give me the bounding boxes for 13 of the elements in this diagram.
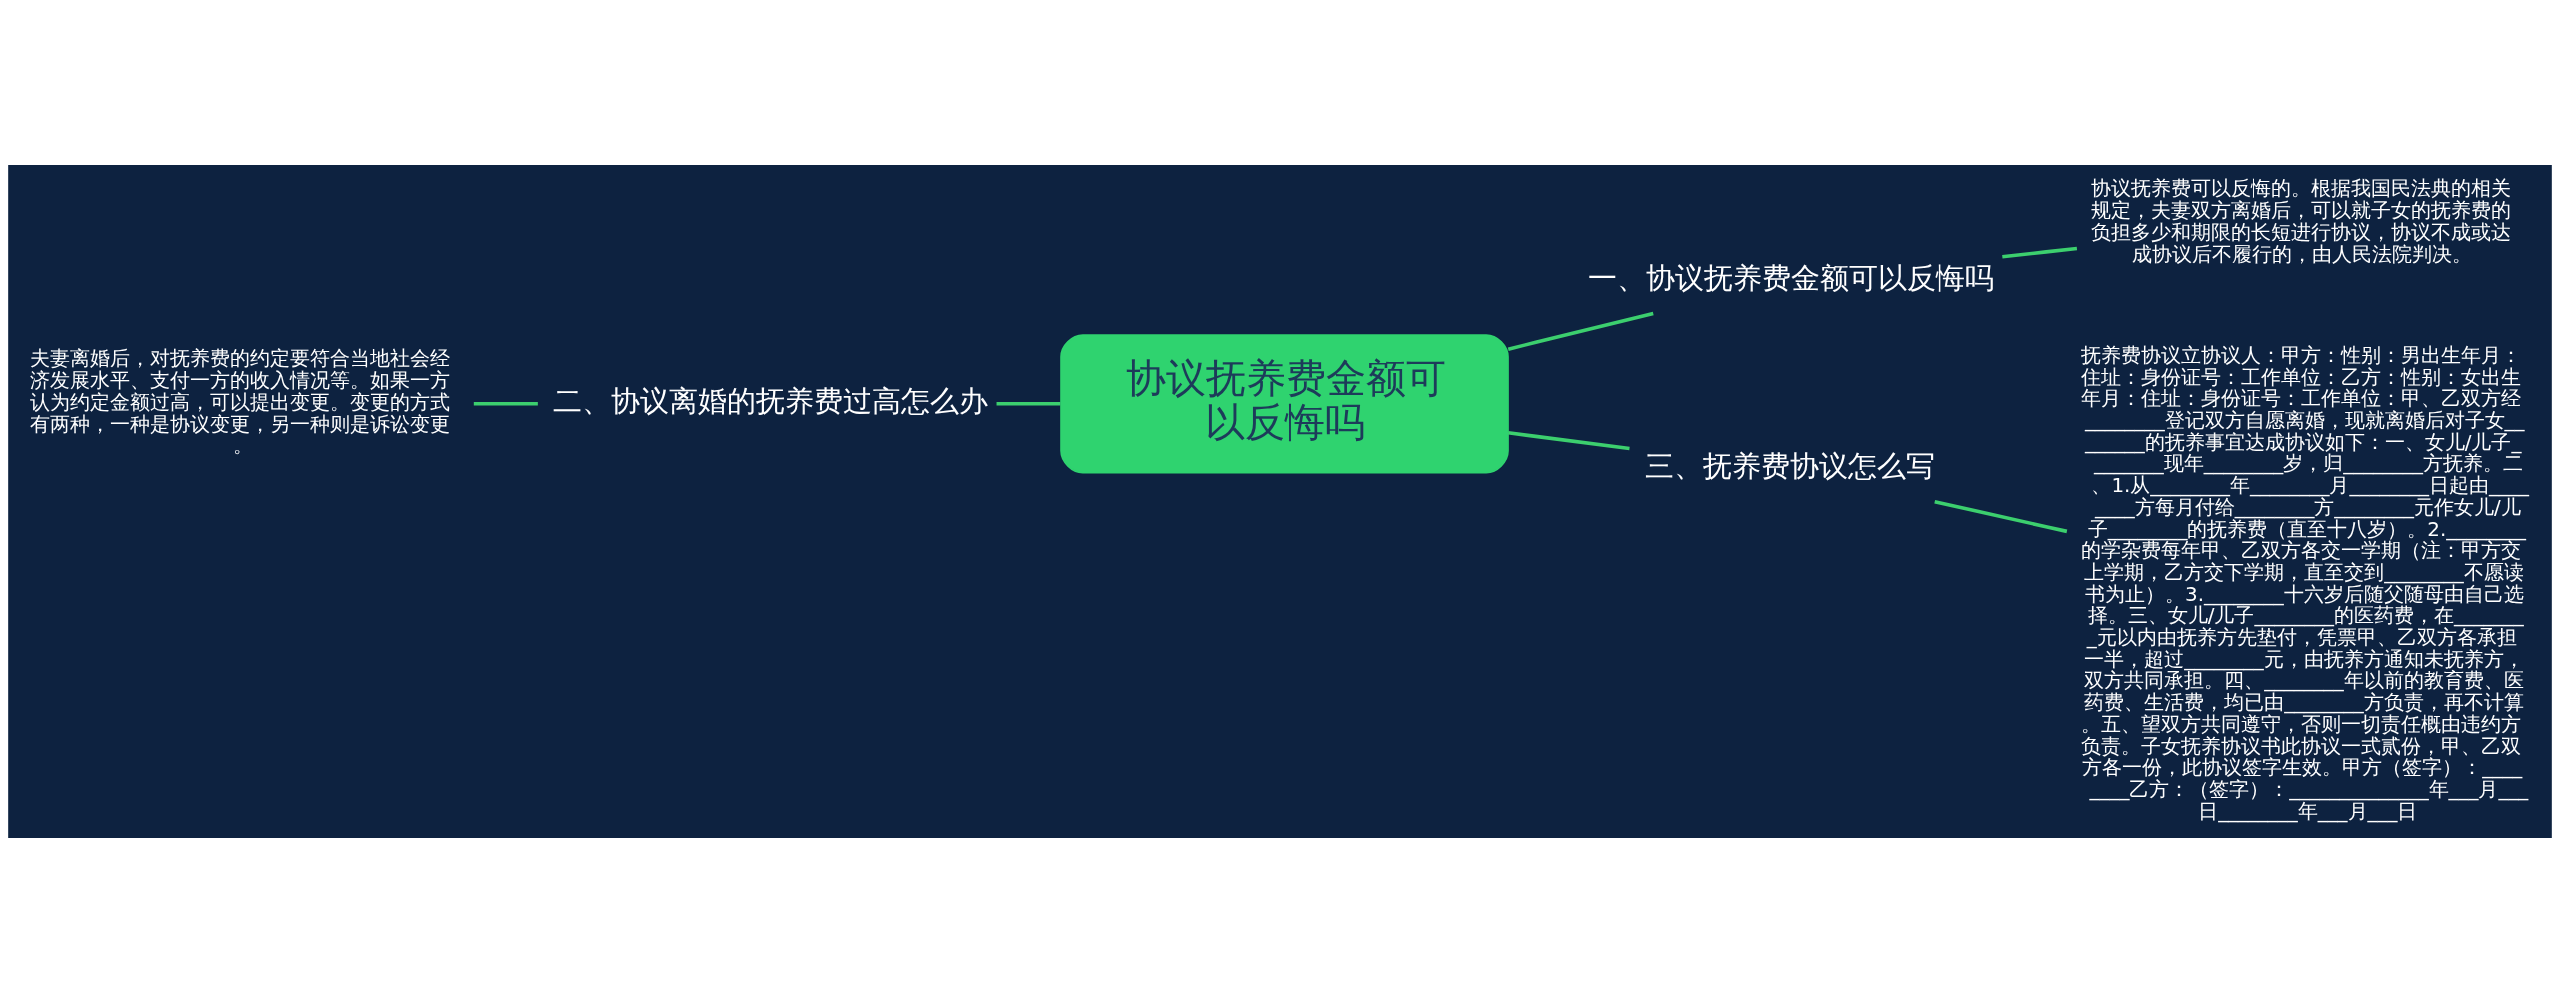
node-text: 三、抚养费协议怎么写 xyxy=(1644,448,1935,483)
node-box: 协议抚养费金额可以反悔吗 xyxy=(1060,334,1509,474)
node-text: 一、协议抚养费金额可以反悔吗 xyxy=(1587,260,1994,295)
node-text: 夫妻离婚后，对抚养费的约定要符合当地社会经济发展水平、支付一方的收入情况等。如果一方认为约定金额过高，可以提出变更。变更的方式有两种，一种是协议变更，另一种则是诉讼变更。 xyxy=(29,347,450,458)
connector xyxy=(1934,499,2068,534)
connector xyxy=(1507,311,1654,351)
node-text: 抚养费协议立协议人：甲方：性别：男出生年月：住址：身份证号：工作单位：乙方：性别：女出生年月：住址：身份证号：工作单位：甲、乙双方经________登记双方自愿离婚，现就离婚后对子女________的抚养事宜达成协议如下：一、女儿/儿子________现年________岁，归________方抚养。二、1.从________年________月________日起由________方每月付给________方________元作女儿/儿子________的抚养费（直至十八岁）。2.________的学杂费每年甲、乙双方各交一学期（注：甲方交上学期，乙方交下学期，直至交到________不愿读书为止）。3.________十六岁后随父随母由自己选择。三、女儿/儿子________的医药费，在________元以内由抚养方先垫付，凭票甲、乙双方各承担一半，超过________元，由抚养方通知未抚养方，双方共同承担。四、________年以前的教育费、医药费、生活费，均已由________方负责，再不计算。五、望双方共同遵守，否则一切责任概由违约方负责。子女抚养协议书此协议一式贰份，甲、乙双方各一份，此协议签字生效。甲方（签字）：________乙方：（签字）：______________年___月___日________年___月___日 xyxy=(2081,343,2529,823)
connector xyxy=(2002,246,2078,259)
node-text: 协议抚养费可以反悔的。根据我国民法典的相关规定，夫妻双方离婚后，可以就子女的抚养费的负担多少和期限的长短进行协议，协议不成或达成协议后不履行的，由人民法院判决。 xyxy=(2091,177,2512,266)
connector xyxy=(996,402,1061,406)
node-text: 二、协议离婚的抚养费过高怎么办 xyxy=(552,383,988,418)
connector xyxy=(473,402,538,406)
connector xyxy=(1508,430,1630,451)
